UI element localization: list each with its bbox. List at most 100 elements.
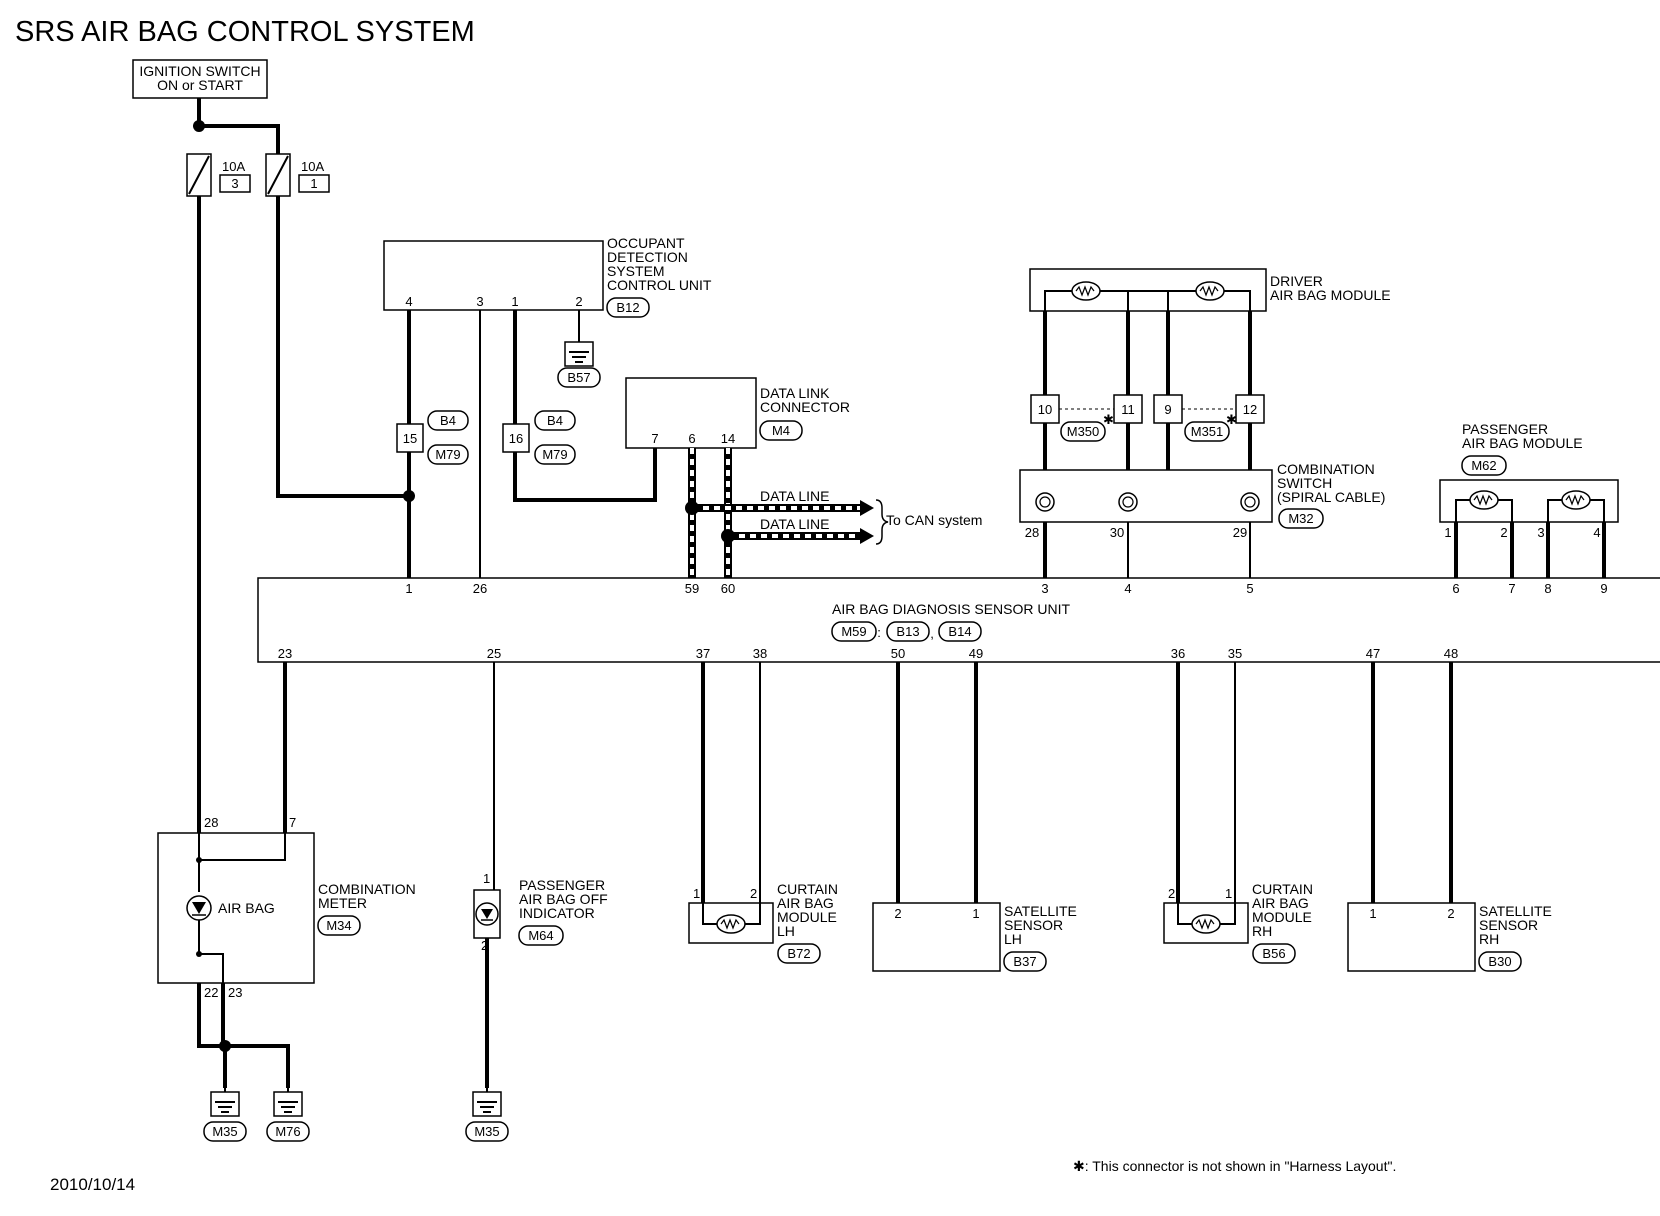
driver-air-bag-module: DRIVER AIR BAG MODULE xyxy=(1029,268,1391,312)
can-data-lines xyxy=(685,448,889,578)
driver-module-label-2: AIR BAG MODULE xyxy=(1270,287,1391,303)
data-link-connector: DATA LINK CONNECTOR M4 7 6 14 xyxy=(625,377,850,449)
combination-switch-label-3: (SPIRAL CABLE) xyxy=(1277,489,1385,505)
warning-lamp-label: AIR BAG xyxy=(218,900,275,916)
pin-label: 23 xyxy=(278,646,292,661)
satellite-lh-label-1: SATELLITE xyxy=(1004,903,1077,919)
pin-label: 9 xyxy=(1164,402,1171,417)
junction-connector-top: B4 xyxy=(440,413,456,428)
pin-label: 1 xyxy=(1225,886,1232,901)
pin-label: 1 xyxy=(483,871,490,886)
data-link-label-1: DATA LINK xyxy=(760,385,830,401)
combination-switch-label-2: SWITCH xyxy=(1277,475,1332,491)
satellite-rh-connector: B30 xyxy=(1488,954,1511,969)
curtain-rh-label-3: MODULE xyxy=(1252,909,1312,925)
pin-label: 26 xyxy=(473,581,487,596)
pin-label: 2 xyxy=(481,938,488,953)
pin-label: 7 xyxy=(289,815,296,830)
fuse-3: 10A 3 xyxy=(186,153,251,197)
pin-label: 36 xyxy=(1171,646,1185,661)
indicator-lamp-icon xyxy=(475,902,499,926)
curtain-rh-connector: B56 xyxy=(1262,946,1285,961)
occupant-unit-connector: B12 xyxy=(616,300,639,315)
combination-meter-label-1: COMBINATION xyxy=(318,881,416,897)
ground-b57: B57 xyxy=(557,337,601,388)
sensor-unit-connector: M59 xyxy=(841,624,866,639)
pin-label: 60 xyxy=(721,581,735,596)
pin-label: 4 xyxy=(1593,525,1600,540)
connector-m351: 9 12 M351 ✱ xyxy=(1153,394,1265,442)
satellite-lh-label-2: SENSOR xyxy=(1004,917,1063,933)
pin-label: 14 xyxy=(721,431,735,446)
pin-label: 37 xyxy=(696,646,710,661)
pin-label: 9 xyxy=(1600,581,1607,596)
curtain-lh-label-2: AIR BAG xyxy=(777,895,834,911)
passenger-air-bag-off-indicator: 1 2 PASSENGER AIR BAG OFF INDICATOR M64 xyxy=(473,871,608,953)
curtain-air-bag-module-rh: 2 1 CURTAIN AIR BAG MODULE RH B56 xyxy=(1163,881,1313,964)
pin-label: 49 xyxy=(969,646,983,661)
ignition-switch-label: IGNITION SWITCH xyxy=(139,63,260,79)
curtain-rh-label-2: AIR BAG xyxy=(1252,895,1309,911)
data-link-connector-id: M4 xyxy=(772,423,790,438)
combination-switch-connector: M32 xyxy=(1288,511,1313,526)
satellite-lh-connector: B37 xyxy=(1013,954,1036,969)
data-link-label-2: CONNECTOR xyxy=(760,399,850,415)
pin-label: 4 xyxy=(1124,581,1131,596)
pin-label: 8 xyxy=(1544,581,1551,596)
connector-id: M351 xyxy=(1191,424,1224,439)
pin-label: 25 xyxy=(487,646,501,661)
occupant-unit-label-1: OCCUPANT xyxy=(607,235,685,251)
satellite-rh-label-1: SATELLITE xyxy=(1479,903,1552,919)
driver-module-label-1: DRIVER xyxy=(1270,273,1323,289)
data-line-label-1: DATA LINE xyxy=(760,488,830,504)
pin-label: 2 xyxy=(750,886,757,901)
pin-label: 2 xyxy=(575,294,582,309)
passenger-air-bag-module: PASSENGER AIR BAG MODULE M62 1 2 3 4 xyxy=(1439,421,1619,540)
fuse-1: 10A 1 xyxy=(265,153,330,197)
pin-label: 38 xyxy=(753,646,767,661)
curtain-lh-connector: B72 xyxy=(787,946,810,961)
pin-label: 12 xyxy=(1243,402,1257,417)
pin-label: 2 xyxy=(894,906,901,921)
occupant-unit-label-4: CONTROL UNIT xyxy=(607,277,712,293)
pin-label: 1 xyxy=(511,294,518,309)
ground-m35: M35 xyxy=(203,1087,247,1142)
satellite-lh-label-3: LH xyxy=(1004,931,1022,947)
sensor-unit-connector: B13 xyxy=(896,624,919,639)
ground-m35-indicator: M35 xyxy=(465,1087,509,1142)
can-system-label: To CAN system xyxy=(886,512,982,528)
pin-label: 35 xyxy=(1228,646,1242,661)
combination-switch-label-1: COMBINATION xyxy=(1277,461,1375,477)
pin-label: 2 xyxy=(1500,525,1507,540)
pin-label: 15 xyxy=(403,431,417,446)
junction-connector-bottom: M79 xyxy=(435,447,460,462)
indicator-connector: M64 xyxy=(528,928,553,943)
junction-connector-15: 15 B4 M79 xyxy=(396,410,469,465)
indicator-label-3: INDICATOR xyxy=(519,905,595,921)
pin-label: 22 xyxy=(204,985,218,1000)
pin-label: 2 xyxy=(1447,906,1454,921)
curtain-lh-label-1: CURTAIN xyxy=(777,881,838,897)
junction-connector-16: 16 B4 M79 xyxy=(502,410,576,465)
pin-label: 28 xyxy=(204,815,218,830)
page-title: SRS AIR BAG CONTROL SYSTEM xyxy=(15,16,475,48)
pin-label: 3 xyxy=(476,294,483,309)
passenger-module-label-1: PASSENGER xyxy=(1462,421,1548,437)
satellite-rh-label-2: SENSOR xyxy=(1479,917,1538,933)
pin-label: 1 xyxy=(693,886,700,901)
passenger-module-connector: M62 xyxy=(1471,458,1496,473)
air-bag-warning-lamp-icon xyxy=(186,895,212,921)
curtain-air-bag-module-lh: 1 2 CURTAIN AIR BAG MODULE LH B72 xyxy=(688,881,838,964)
ignition-switch-state: ON or START xyxy=(157,77,243,93)
pin-label: , xyxy=(930,626,934,641)
occupant-detection-unit: OCCUPANT DETECTION SYSTEM CONTROL UNIT B… xyxy=(383,235,712,318)
junction-connector-top: B4 xyxy=(547,413,563,428)
ground-m76: M76 xyxy=(266,1087,310,1142)
pin-label: 7 xyxy=(1508,581,1515,596)
fuse-3-rating: 10A xyxy=(222,159,245,174)
sensor-unit-connector: B14 xyxy=(948,624,971,639)
fuse-1-rating: 10A xyxy=(301,159,324,174)
fuse-1-number: 1 xyxy=(310,176,317,191)
connector-m350: 10 11 M350 ✱ xyxy=(1030,394,1143,442)
